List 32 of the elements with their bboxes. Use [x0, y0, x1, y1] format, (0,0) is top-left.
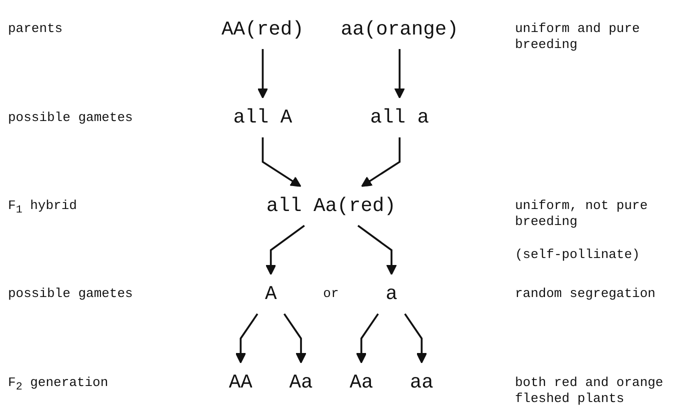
arrow	[394, 49, 405, 99]
arrow	[404, 313, 428, 364]
annotation-text: possible gametes	[8, 110, 134, 126]
arrow	[361, 137, 401, 187]
node-text: AA	[228, 372, 252, 394]
arrow	[283, 313, 306, 364]
arrow	[265, 224, 305, 276]
node-text: Aa	[350, 372, 374, 394]
node-text: all a	[370, 106, 430, 129]
arrow	[356, 313, 379, 364]
annotation-text: uniform and pure breeding	[515, 21, 641, 54]
arrow	[262, 137, 302, 187]
node-text: a	[386, 283, 398, 306]
node-text: aa(orange)	[340, 18, 458, 40]
annotation-text: or	[323, 286, 339, 302]
arrow	[357, 224, 397, 276]
annotation-text: (self-pollinate)	[515, 246, 641, 263]
annotation-text: F$_{2}$ generation	[8, 374, 110, 396]
arrow	[235, 313, 258, 364]
node-text: all Aa(red)	[266, 194, 396, 218]
node-text: A	[264, 283, 277, 306]
annotation-text: parents	[8, 21, 64, 38]
node-text: aa	[410, 372, 434, 394]
arrow	[257, 49, 268, 99]
node-text: AA(red)	[222, 18, 304, 40]
annotation-text: random segregation	[515, 286, 656, 302]
node-text: all A	[233, 106, 292, 129]
annotation-text: possible gametes	[8, 286, 134, 302]
annotation-text: F$_{1}$ hybrid	[8, 198, 78, 219]
annotation-text: uniform, not pure breeding	[515, 198, 649, 230]
annotation-text: both red and orange fleshed plants	[515, 374, 664, 407]
node-text: Aa	[289, 372, 313, 394]
